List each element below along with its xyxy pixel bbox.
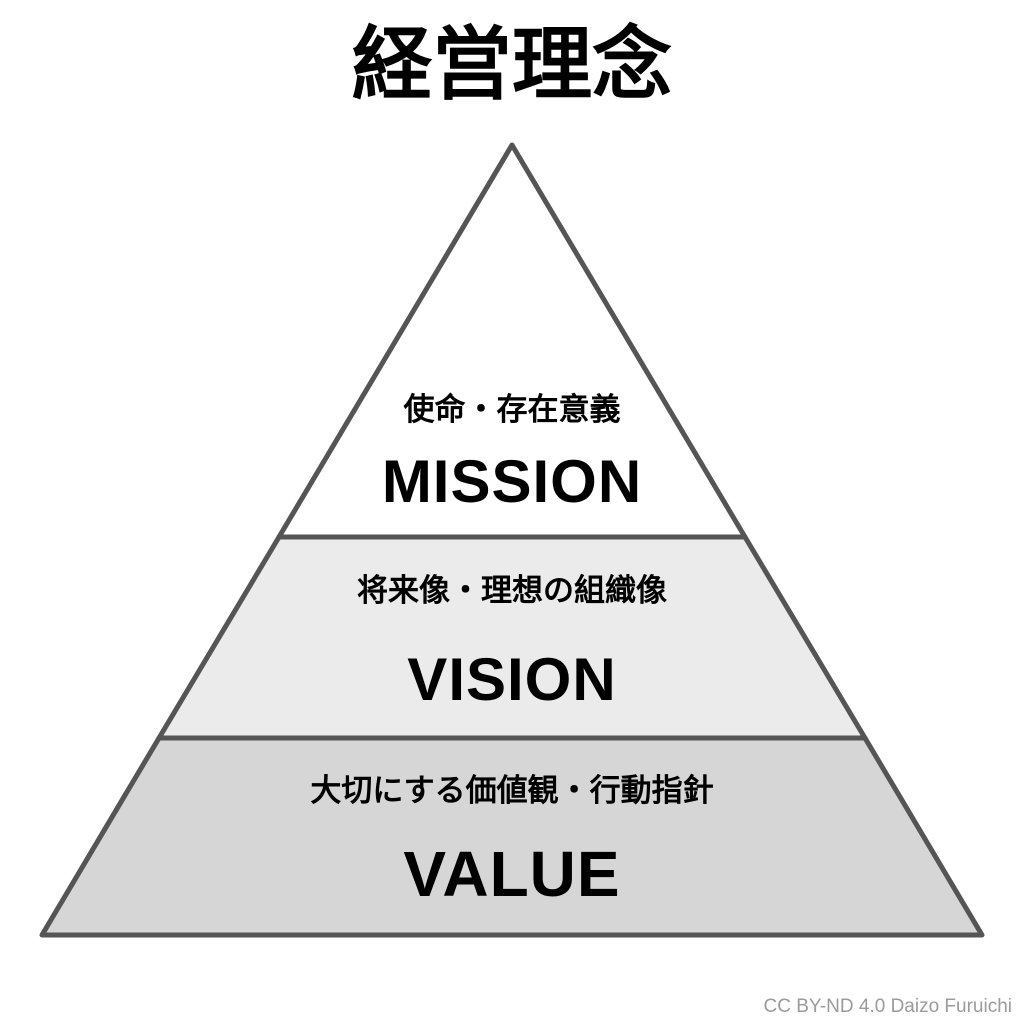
vision-label: VISION	[407, 646, 616, 713]
value-label: VALUE	[403, 838, 620, 910]
page-title: 経営理念	[352, 20, 672, 109]
mission-subtitle-jp: 使命・存在意義	[403, 392, 621, 427]
vision-subtitle-jp: 将来像・理想の組織像	[357, 573, 667, 608]
license-credit: CC BY-ND 4.0 Daizo Furuichi	[764, 996, 1013, 1017]
mission-label: MISSION	[382, 448, 642, 515]
value-subtitle-jp: 大切にする価値観・行動指針	[310, 773, 713, 808]
pyramid-layer-value	[39, 735, 985, 938]
